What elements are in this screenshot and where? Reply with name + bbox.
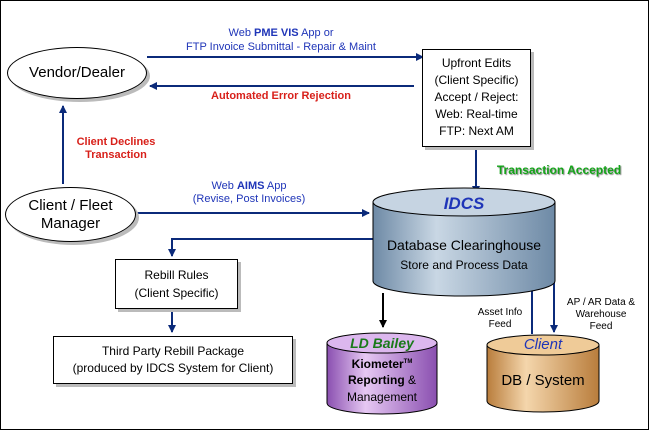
edge-label-revise-post: (Revise, Post Invoices) [192,193,306,205]
edge-label-ftp-invoice: FTP Invoice Submittal - Repair & Maint [186,41,376,53]
upfront-edits-node: Upfront Edits (Client Specific) Accept /… [422,49,531,147]
edge-label-auto-error: Automated Error Rejection [211,90,351,102]
web-aims-suffix: App [264,180,287,192]
client-declines-line2: Transaction [85,149,147,161]
edge-label-asset-info: Asset Info Feed [471,307,529,331]
ld-bailey-kiometer-word: Kiometer [351,357,404,371]
ld-bailey-title: LD Bailey [350,335,414,351]
rebill-rules-node: Rebill Rules (Client Specific) [115,259,238,309]
web-pme-suffix: App or [298,27,334,39]
client-db-title: Client [523,336,563,353]
vendor-dealer-label: Vendor/Dealer [29,64,125,81]
third-party-line2: (produced by IDCS System for Client) [72,361,274,375]
web-pme-prefix: Web [228,27,254,39]
idcs-line2: Store and Process Data [400,258,528,272]
asset-info-line2: Feed [488,319,512,330]
web-pme-bold: PME VIS [254,27,299,39]
edge-label-web-aims: Web AIMS App [179,180,319,193]
ap-ar-line3: Feed [589,321,613,332]
vendor-dealer-node: Vendor/Dealer [7,47,147,99]
client-fleet-manager-node: Client / Fleet Manager [5,187,136,242]
upfront-line3: Accept / Reject: [434,90,519,104]
idcs-line1: Database Clearinghouse [386,237,542,253]
client-fleet-label-line1: Client / Fleet [28,197,113,214]
ld-bailey-amp: & [408,373,417,387]
ld-bailey-management: Management [346,390,418,404]
client-declines-line1: Client Declines [76,136,156,148]
ld-bailey-cylinder [326,332,438,415]
idcs-database-cylinder [372,187,556,297]
client-db-cylinder [486,334,600,413]
third-party-line1: Third Party Rebill Package [101,344,245,358]
upfront-line4: Web: Real-time [435,107,518,121]
arrow-idcs-to-rebill [168,238,373,257]
ld-bailey-reporting-line: Reporting & [327,373,437,387]
edge-label-web-pme: Web PME VIS App or [181,27,381,40]
ap-ar-line2: Warehouse [575,309,627,320]
client-fleet-label-line2: Manager [40,215,101,232]
rebill-line1: Rebill Rules [144,268,209,282]
ld-bailey-reporting: Reporting [347,373,405,387]
asset-info-line1: Asset Info [477,307,523,318]
upfront-line1: Upfront Edits [441,56,512,70]
edge-label-client-declines: Client Declines Transaction [71,136,161,162]
web-aims-bold: AIMS [236,180,265,192]
third-party-rebill-node: Third Party Rebill Package (produced by … [53,336,293,384]
ap-ar-line1: AP / AR Data & [566,297,636,308]
edge-label-ap-ar: AP / AR Data & Warehouse Feed [558,297,644,333]
client-db-subtitle: DB / System [501,372,585,389]
idcs-title: IDCS [443,194,485,213]
edge-label-transaction-accepted: Transaction Accepted [496,163,622,177]
ld-bailey-kiometer: KiometerTM [327,357,437,371]
upfront-line5: FTP: Next AM [439,124,514,138]
rebill-line2: (Client Specific) [134,286,219,300]
ld-bailey-tm: TM [403,359,413,365]
upfront-line2: (Client Specific) [434,73,519,87]
web-aims-prefix: Web [211,180,237,192]
